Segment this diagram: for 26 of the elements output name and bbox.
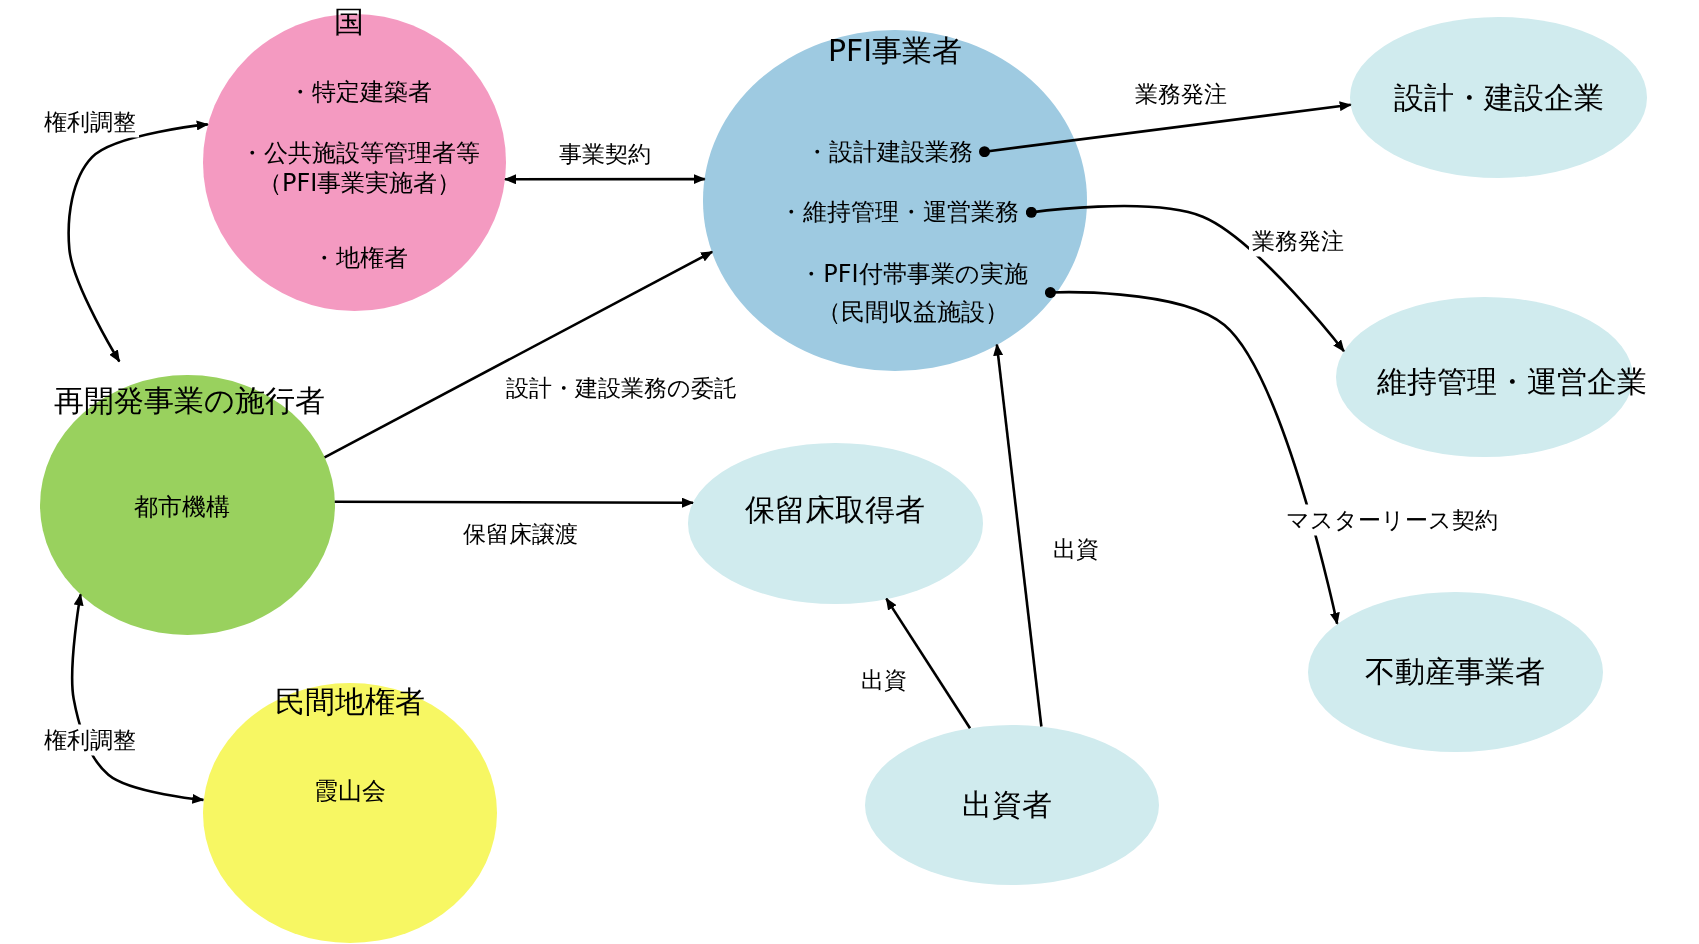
- node-heading: 国: [333, 2, 364, 41]
- node-text: ・地権者: [311, 242, 408, 273]
- arrow: [70, 593, 205, 804]
- node-heading: PFI事業者: [827, 32, 963, 70]
- arrow: [993, 343, 1043, 727]
- arrow: [324, 250, 714, 459]
- node-heading: 出資者: [961, 786, 1052, 824]
- node-text: 都市機構: [134, 492, 230, 523]
- arrow: [67, 120, 209, 363]
- node-text: 霞山会: [313, 775, 386, 806]
- node-heading: 民間地権者: [274, 683, 425, 721]
- arrow: [1025, 204, 1345, 353]
- arrow: [979, 101, 1352, 158]
- node-text: ・特定建築者: [287, 77, 432, 108]
- task-item: ・PFI付帯事業の実施（民間収益施設）: [788, 254, 1039, 331]
- node-heading: 不動産事業者: [1365, 653, 1546, 691]
- node-heading: 維持管理・運営企業: [1376, 363, 1647, 402]
- node-text: ・公共施設等管理者等（PFI事業実施者）: [238, 137, 481, 198]
- task-item: ・維持管理・運営業務: [779, 193, 1020, 232]
- arrow: [885, 597, 972, 729]
- node-heading: 設計・建設企業: [1393, 78, 1604, 117]
- arrow: [1044, 287, 1340, 625]
- arrow: [504, 174, 706, 185]
- arrow: [334, 497, 694, 508]
- node-heading: 保留床取得者: [745, 491, 926, 530]
- task-item: ・設計建設業務: [804, 132, 973, 171]
